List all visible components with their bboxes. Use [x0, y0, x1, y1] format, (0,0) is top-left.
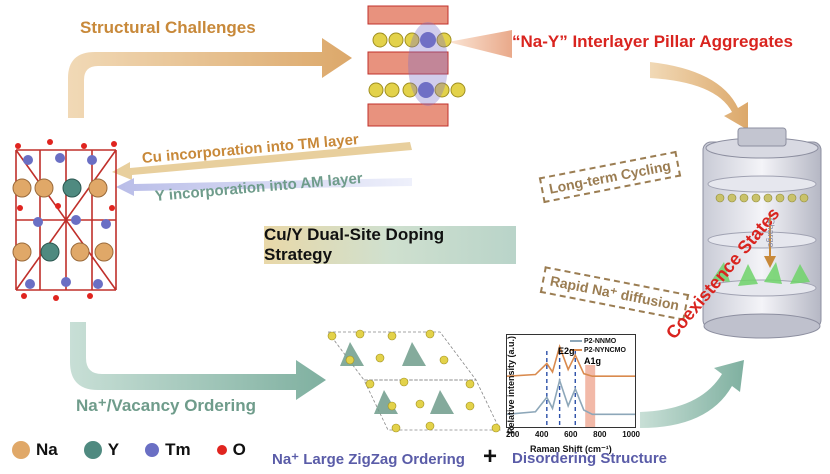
xtick: 800	[593, 430, 607, 439]
legend-na: Na	[36, 440, 58, 459]
zoom-cone	[448, 30, 512, 58]
raman-xlabel: Raman Shift (cm⁻¹)	[530, 444, 612, 454]
plus-sign: +	[483, 443, 498, 470]
legend-y: Y	[107, 440, 120, 459]
zigzag-label: Na⁺ Large ZigZag Ordering	[272, 451, 465, 468]
legend-o: O	[232, 440, 246, 459]
disordering-label: Disordering Structure	[512, 450, 668, 467]
structural-arrow	[68, 38, 352, 118]
tm-swatch	[145, 443, 160, 457]
strategy-label: Cu/Y Dual-Site Doping Strategy	[264, 225, 445, 264]
battery-cylinder	[702, 127, 822, 339]
peak-e2g-label: E2g	[558, 346, 575, 356]
xtick: 400	[535, 430, 549, 439]
coexist-arrow	[640, 360, 744, 428]
raman-plot	[506, 344, 635, 427]
legend-tm: Tm	[165, 440, 191, 459]
charge-label: Charge	[766, 218, 776, 248]
crystal-left	[12, 139, 117, 301]
legend-nyncmo: P2-NYNCMO	[583, 347, 626, 354]
peak-a1g-label: A1g	[584, 356, 602, 366]
o-swatch	[216, 445, 227, 455]
xtick: 1000	[622, 430, 640, 439]
xtick: 600	[564, 430, 578, 439]
vacancy-ordering-label: Na⁺/Vacancy Ordering	[76, 396, 256, 415]
crystal-top	[367, 5, 466, 127]
raman-legend: P2-NNMO P2-NYNCMO	[570, 337, 626, 355]
na-swatch	[12, 441, 30, 459]
y-swatch	[83, 441, 102, 459]
zigzag-lattice	[327, 329, 501, 433]
pillar-aggregates-label: “Na-Y” Interlayer Pillar Aggregates	[512, 32, 793, 51]
series-line	[506, 377, 635, 416]
y-arrow	[116, 178, 412, 196]
strategy-banner: Cu/Y Dual-Site Doping Strategy	[264, 225, 516, 264]
cu-arrow	[112, 142, 412, 180]
legend-nnmo: P2-NNMO	[583, 338, 617, 345]
pillar-arrow	[650, 62, 748, 130]
raman-ylabel: Relative intensity (a.u.)	[506, 335, 517, 435]
raman-chart	[506, 334, 636, 428]
raman-xticks: 200 400 600 800 1000	[506, 430, 640, 439]
highlight-band	[585, 365, 596, 427]
element-legend: Na Y Tm O	[12, 440, 246, 460]
ordering-arrow	[70, 322, 326, 400]
xtick: 200	[506, 430, 520, 439]
series-line	[506, 344, 635, 378]
structural-challenges-label: Structural Challenges	[80, 18, 256, 37]
